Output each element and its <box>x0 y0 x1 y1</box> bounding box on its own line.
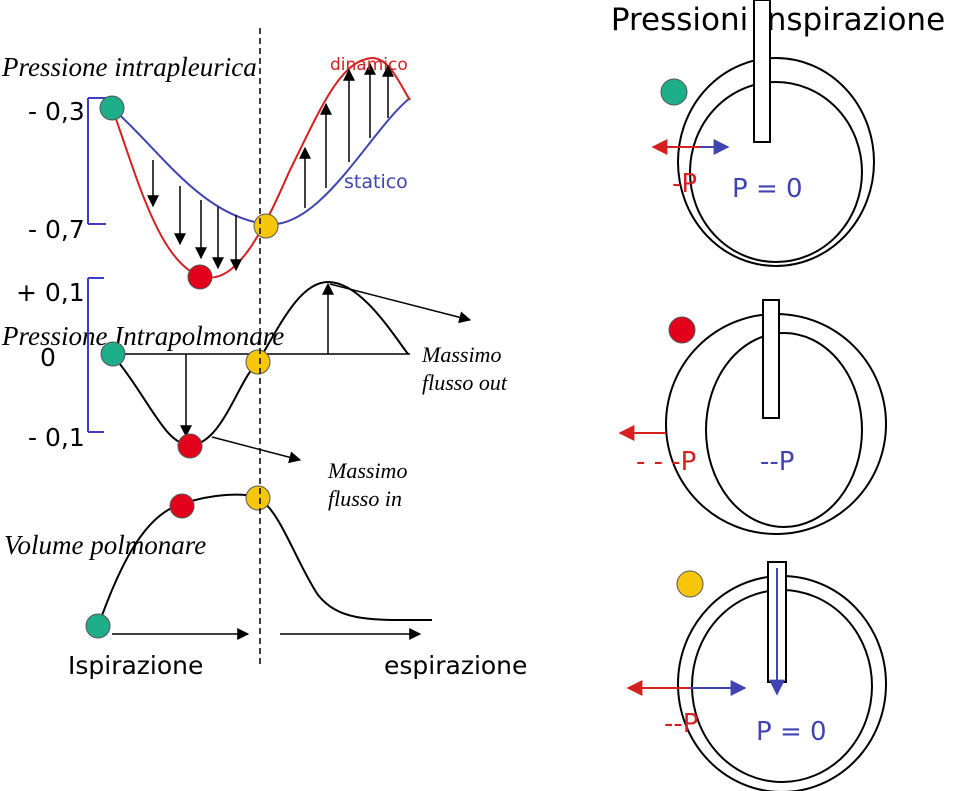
yellow-dot <box>253 213 279 239</box>
page-title: Pressioni inspirazione <box>611 2 945 38</box>
inspiration-label: Ispirazione <box>68 651 203 680</box>
green-dot <box>99 95 125 121</box>
max-in-pointer-arrow <box>211 436 302 464</box>
red-dot <box>187 264 213 290</box>
expiration-label: espirazione <box>384 651 527 680</box>
tick-label-minus-0-7: - 0,7 <box>28 215 85 244</box>
pleural-pressure-label: -P <box>672 169 697 199</box>
green-dot <box>85 613 111 639</box>
max-flow-out-line1: Massimo <box>421 342 501 367</box>
tick-label-zero: 0 <box>40 343 56 372</box>
tick-label-minus-0-3: - 0,3 <box>28 97 85 126</box>
dynamic-pressure-curve <box>111 56 411 279</box>
chest-wall-outline <box>677 57 875 267</box>
intrapleural-title: Pressione intrapleurica <box>1 52 257 82</box>
label-dynamic: dinamico <box>330 55 408 75</box>
green-dot <box>100 341 126 367</box>
trachea-tube <box>762 299 780 419</box>
green-dot <box>660 78 688 106</box>
max-out-pointer-arrow <box>329 283 472 324</box>
yellow-dot <box>245 485 271 511</box>
yellow-dot <box>245 349 271 375</box>
yellow-dot <box>676 570 704 598</box>
red-dot <box>668 316 696 344</box>
alveolar-pressure-label: --P <box>760 447 794 477</box>
pleural-pressure-label: - - -P <box>636 447 696 477</box>
red-dot <box>169 493 195 519</box>
tick-label-plus-0-1: + 0,1 <box>16 278 85 307</box>
lung-volume-curve <box>97 493 433 627</box>
max-flow-out-line2: flusso out <box>422 370 508 395</box>
volume-title: Volume polmonare <box>4 530 206 560</box>
tick-label-minus-0-1: - 0,1 <box>28 423 85 452</box>
label-static: statico <box>344 171 408 193</box>
trachea-tube <box>753 0 771 143</box>
alveolar-pressure-label: P = 0 <box>732 174 803 204</box>
lung-outline <box>705 332 863 528</box>
alveolar-pressure-label: P = 0 <box>756 717 827 747</box>
max-flow-in-line2: flusso in <box>328 486 402 511</box>
max-flow-in-line1: Massimo <box>327 458 407 483</box>
red-dot <box>177 433 203 459</box>
pleural-pressure-label: --P <box>664 709 698 739</box>
static-pressure-curve <box>111 97 411 226</box>
intrapulmonary-title: Pressione Intrapolmonare <box>1 321 284 351</box>
lung-outline <box>689 81 863 263</box>
